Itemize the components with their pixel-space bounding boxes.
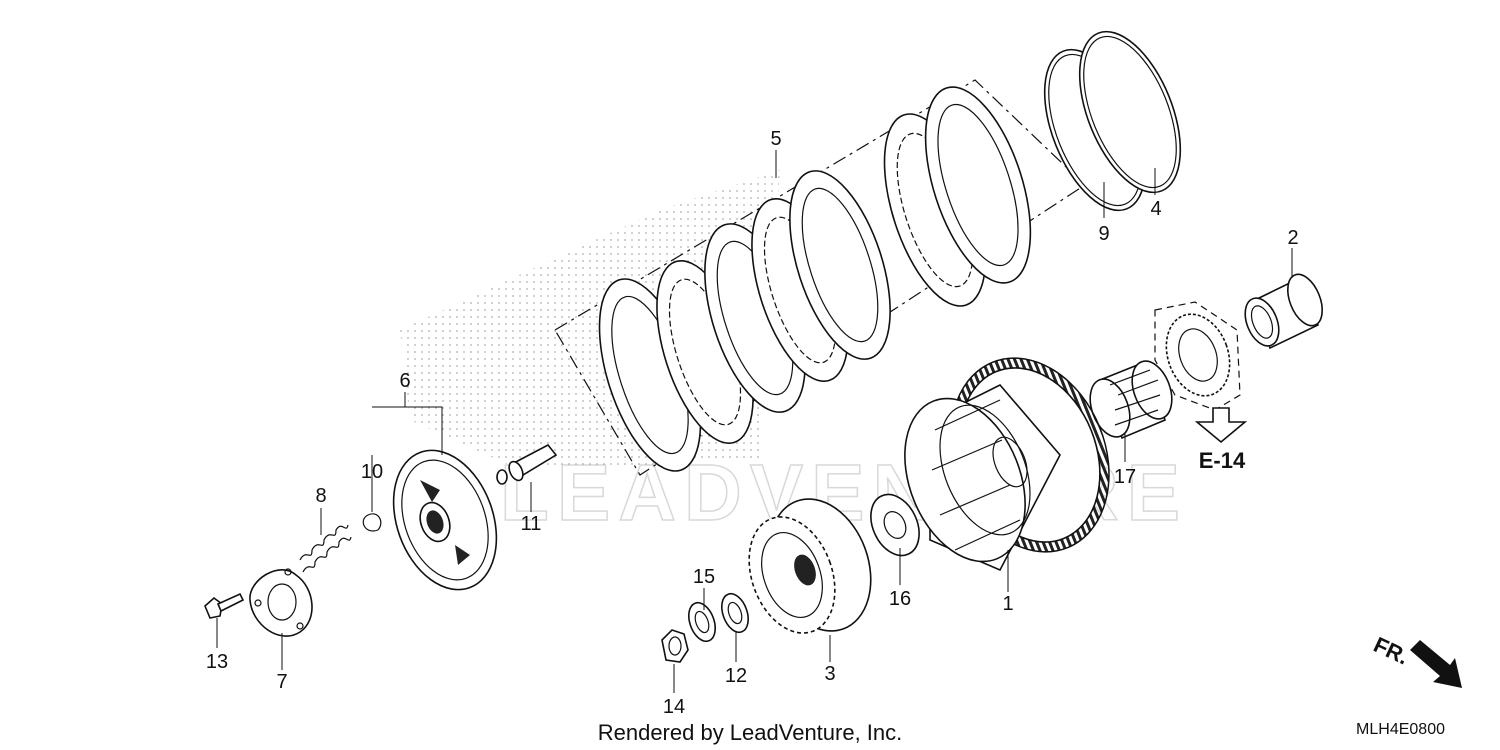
needle-bearing — [1089, 360, 1173, 440]
plain-washer — [721, 592, 749, 634]
thrust-washer — [870, 493, 920, 557]
lock-nut — [661, 629, 689, 663]
callout-15: 15 — [693, 566, 715, 588]
callout-5: 5 — [770, 128, 781, 150]
reference-arrow-icon — [1194, 407, 1248, 444]
callout-6: 6 — [399, 370, 410, 392]
callout-9: 9 — [1098, 223, 1109, 245]
bushing — [1244, 273, 1323, 350]
credit-text: Rendered by LeadVenture, Inc. — [598, 720, 903, 745]
lock-washer — [688, 601, 716, 643]
callout-10: 10 — [361, 461, 383, 483]
callout-16: 16 — [889, 588, 911, 610]
clutch-center — [748, 498, 872, 634]
clutch-plates — [598, 86, 1032, 472]
callout-14: 14 — [663, 696, 685, 718]
callout-3: 3 — [824, 663, 835, 685]
clutch-outer — [904, 357, 1110, 572]
bolt — [204, 592, 245, 619]
callout-8: 8 — [315, 485, 326, 507]
callout-17: 17 — [1114, 466, 1136, 488]
callout-13: 13 — [206, 651, 228, 673]
callout-4: 4 — [1150, 198, 1161, 220]
callout-1: 1 — [1002, 593, 1013, 615]
snap-rings — [1043, 30, 1182, 212]
reference-box — [1154, 301, 1241, 411]
callout-12: 12 — [725, 665, 747, 687]
reference-gear — [1165, 313, 1231, 397]
diagram-code: MLH4E0800 — [1356, 721, 1445, 738]
clutch-spring — [299, 524, 352, 573]
front-direction-marker: FR. — [1370, 632, 1462, 688]
callout-2: 2 — [1287, 227, 1298, 249]
leader-lines — [216, 150, 1293, 693]
callout-7: 7 — [276, 671, 287, 693]
pressure-plate — [392, 449, 498, 591]
reference-label: E-14 — [1199, 448, 1246, 473]
circlip — [362, 513, 382, 532]
callout-11: 11 — [521, 513, 542, 535]
front-arrow-icon — [1410, 640, 1462, 688]
lifter-rod — [496, 443, 558, 485]
lifter-plate — [249, 568, 313, 637]
front-marker-label: FR. — [1370, 632, 1413, 670]
